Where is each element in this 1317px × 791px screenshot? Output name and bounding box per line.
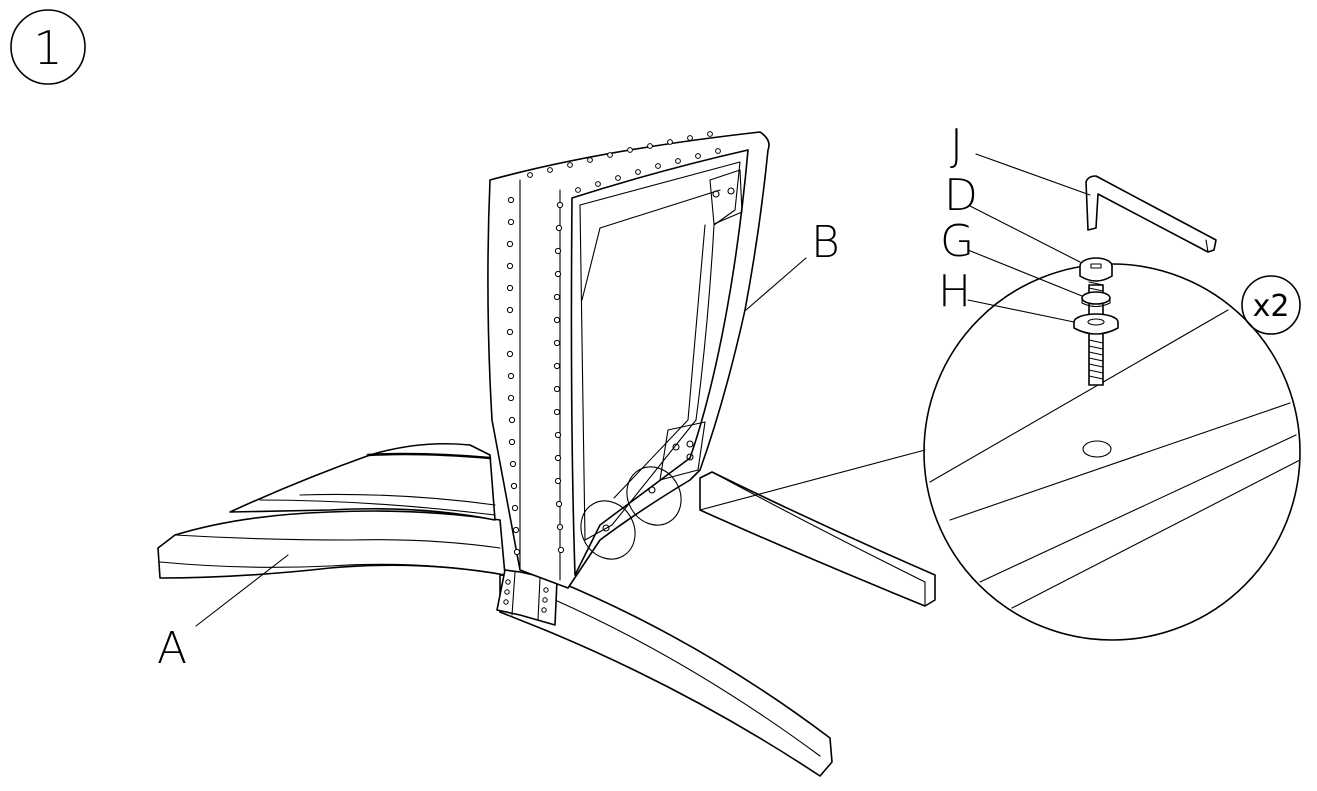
allen-key-j (1085, 175, 1217, 253)
label-d: D (944, 170, 978, 221)
quantity-badge: x2 (1241, 275, 1301, 335)
washer-g (1081, 291, 1111, 305)
step-number: 1 (33, 21, 62, 75)
label-h: H (938, 266, 971, 317)
step-indicator: 1 (10, 9, 86, 85)
label-b: B (811, 217, 840, 268)
label-a: A (157, 623, 187, 674)
part-a-base (157, 442, 936, 777)
label-g: G (940, 216, 974, 267)
bolt-assembly (1073, 257, 1119, 386)
step-circle (10, 9, 86, 85)
leader-lines (195, 153, 1091, 627)
quantity-text: x2 (1253, 289, 1290, 324)
detail-view (699, 263, 1301, 641)
label-j: J (950, 120, 963, 171)
bolt-hole (1082, 440, 1112, 458)
part-b-backrest (487, 131, 770, 589)
